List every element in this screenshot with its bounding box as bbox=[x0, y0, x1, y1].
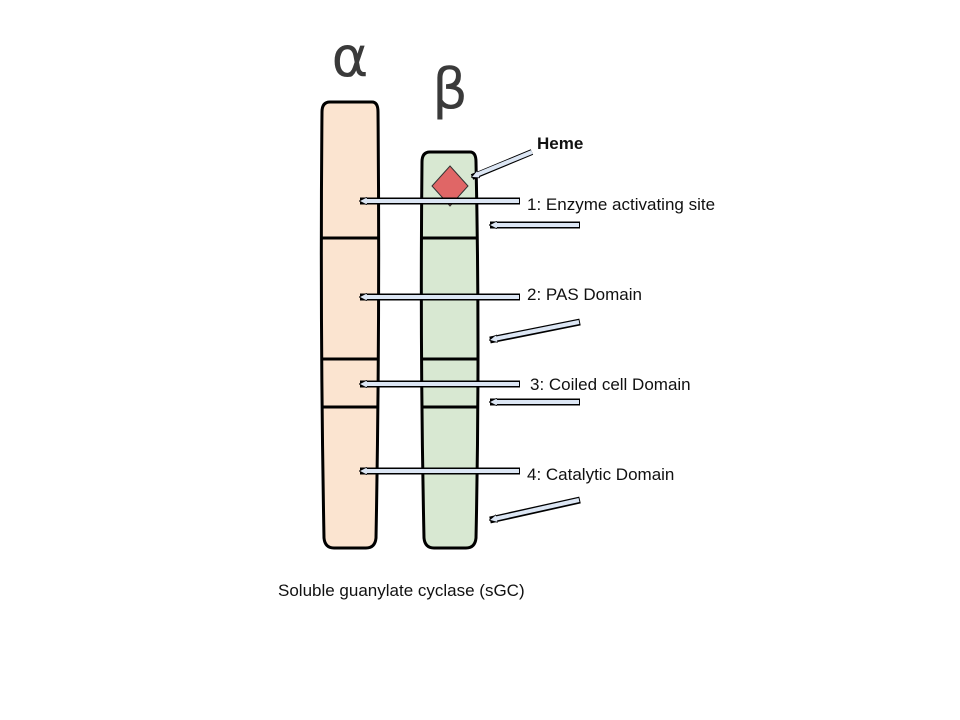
diagram-caption: Soluble guanylate cyclase (sGC) bbox=[278, 581, 525, 600]
heme-diamond bbox=[431, 165, 469, 207]
domain-label-1: 1: Enzyme activating site bbox=[527, 195, 715, 214]
beta-subunit-bar bbox=[419, 150, 480, 550]
heme-label: Heme bbox=[537, 134, 583, 153]
beta-symbol: β bbox=[432, 57, 468, 122]
domain-label-3: 3: Coiled cell Domain bbox=[530, 375, 691, 394]
beta-arrow-2 bbox=[490, 318, 581, 344]
domain-label-4: 4: Catalytic Domain bbox=[527, 465, 674, 484]
beta-arrow-4 bbox=[490, 496, 581, 524]
alpha-subunit-bar bbox=[319, 100, 381, 550]
alpha-symbol: α bbox=[332, 25, 369, 90]
domain-label-2: 2: PAS Domain bbox=[527, 285, 642, 304]
